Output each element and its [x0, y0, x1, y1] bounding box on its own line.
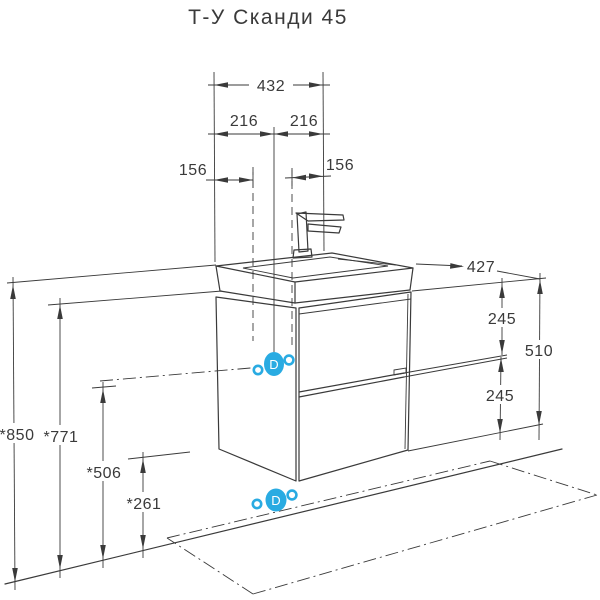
right-dimensions: 427 245 245 510: [403, 259, 558, 452]
dim-cabinet-bottom-height: *261: [127, 496, 162, 513]
sink-right-edge: [409, 267, 414, 291]
dim-divider-height: *506: [87, 465, 122, 482]
top-drawer-upper-gap: [298, 298, 412, 315]
floor-drain-marker: D: [251, 488, 298, 512]
dim-cabinet-top-height: *771: [44, 429, 79, 446]
ext-427-slant: [496, 270, 541, 280]
ext-sink-top-left: [6, 264, 217, 284]
floor-rhombus-left-edge: [166, 537, 254, 595]
floor-rhombus-top-left-edge: [166, 460, 491, 539]
dim-sink-top-height: *850: [0, 427, 34, 444]
side-drain-letter: D: [269, 357, 278, 372]
dim-left-offset: 156: [179, 162, 207, 179]
dim-right-half: 216: [290, 113, 318, 130]
side-drain-left-dot-icon: [252, 364, 264, 376]
top-dimensions: 432 216 216 156 156: [179, 71, 354, 263]
dim-lower-drawer: 245: [486, 388, 514, 405]
ext-divider-upper: [403, 354, 508, 374]
cabinet-right-edge-inner: [404, 293, 409, 450]
sink-left-edge: [215, 265, 221, 292]
sink-inner-basin: [242, 256, 389, 279]
side-drain-right-dot-icon: [283, 354, 295, 366]
centerlines: [99, 127, 293, 382]
ext-sink-bottom: [411, 277, 547, 292]
dim-depth: 427: [467, 259, 495, 276]
basin-back-slope-line: [337, 258, 397, 266]
faucet: [292, 211, 345, 259]
drawer-divider-lower: [298, 376, 405, 398]
dim-right-offset: 156: [326, 157, 354, 174]
cabinet-side-panel: [215, 296, 297, 482]
drawer-divider-upper: [298, 372, 405, 393]
drain-height-centerline: [99, 366, 263, 382]
floor-drain-circle-icon: [265, 488, 287, 512]
ext-divider-lower: [403, 357, 508, 378]
drawing-title: Т-У Сканди 45: [188, 6, 348, 29]
floor-drain-left-dot-icon: [251, 498, 263, 510]
sink-front-right-bottom: [294, 289, 411, 304]
left-dimensions: *850 *771 *506 *261: [0, 264, 223, 591]
vanity-cabinet: [215, 291, 412, 482]
floor-line: [4, 448, 563, 585]
floor-drain-right-dot-icon: [286, 489, 298, 501]
ext-cabinet-bottom: [407, 423, 544, 452]
side-drain-circle-icon: [264, 352, 284, 376]
cabinet-front-face: [298, 291, 412, 482]
ext-cabinet-bottom-left: [127, 451, 191, 460]
ext-divider-left-tick: [91, 385, 117, 389]
faucet-lever: [307, 223, 342, 234]
faucet-body: [296, 211, 309, 253]
sink-front-left-bottom: [219, 290, 296, 304]
ext-line-left: [213, 71, 216, 263]
dim-upper-drawer: 245: [488, 311, 516, 328]
ext-line-right: [322, 71, 325, 252]
faucet-spout: [295, 212, 345, 222]
floor-rhombus-top-right-edge: [489, 460, 598, 496]
dim-left-half: 216: [230, 113, 258, 130]
faucet-base: [292, 248, 313, 259]
floor-rhombus-bottom-edge: [252, 494, 598, 595]
floor-lines: [4, 448, 598, 595]
side-drain-marker: D: [252, 352, 295, 376]
floor-drain-letter: D: [271, 493, 280, 508]
dim-total-width: 432: [257, 78, 285, 95]
dim-cabinet-height: 510: [525, 343, 553, 360]
ext-cabinet-top-left: [47, 290, 223, 306]
